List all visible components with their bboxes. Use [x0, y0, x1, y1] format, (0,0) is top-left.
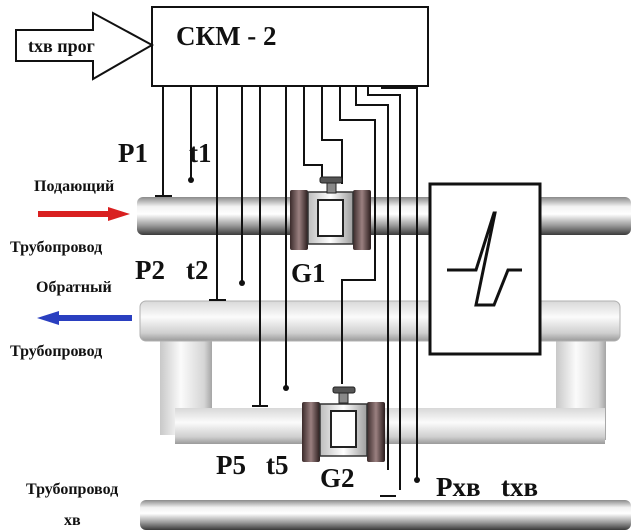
g1-label: G1	[291, 258, 326, 288]
p1-label: P1	[118, 138, 148, 168]
flowmeter-g2-icon	[302, 386, 385, 462]
supply-flow-arrow-icon	[38, 207, 130, 221]
cold-water-pipe	[140, 500, 631, 530]
cold-pipe-label: Трубопровод	[26, 481, 118, 498]
cold-pipe-suffix: хв	[64, 512, 81, 529]
return-label: Обратный	[36, 279, 112, 296]
txb-label: tхв	[501, 472, 538, 502]
heat-exchanger-icon	[428, 182, 542, 356]
supply-label: Подающий	[34, 178, 114, 195]
t1-label: t1	[189, 138, 212, 168]
flowmeter-g1-icon	[290, 176, 371, 250]
p5-label: P5	[216, 450, 246, 480]
t2-label: t2	[186, 255, 209, 285]
input-arrow-label: tхв прог	[28, 36, 95, 56]
g2-label: G2	[320, 463, 355, 493]
supply-pipe-label: Трубопровод	[10, 239, 102, 256]
pxb-label: Pхв	[436, 472, 481, 502]
supply-pipe	[137, 197, 631, 235]
return-flow-arrow-icon	[37, 311, 132, 325]
signal-wires	[155, 87, 418, 497]
return-pipe	[139, 300, 621, 342]
p2-label: P2	[135, 255, 165, 285]
sensor-dots	[188, 177, 420, 483]
controller-box	[151, 6, 429, 87]
t5-label: t5	[266, 450, 289, 480]
controller-label: СКМ - 2	[176, 21, 277, 51]
return-pipe-label: Трубопровод	[10, 343, 102, 360]
input-arrow-icon	[15, 11, 155, 81]
